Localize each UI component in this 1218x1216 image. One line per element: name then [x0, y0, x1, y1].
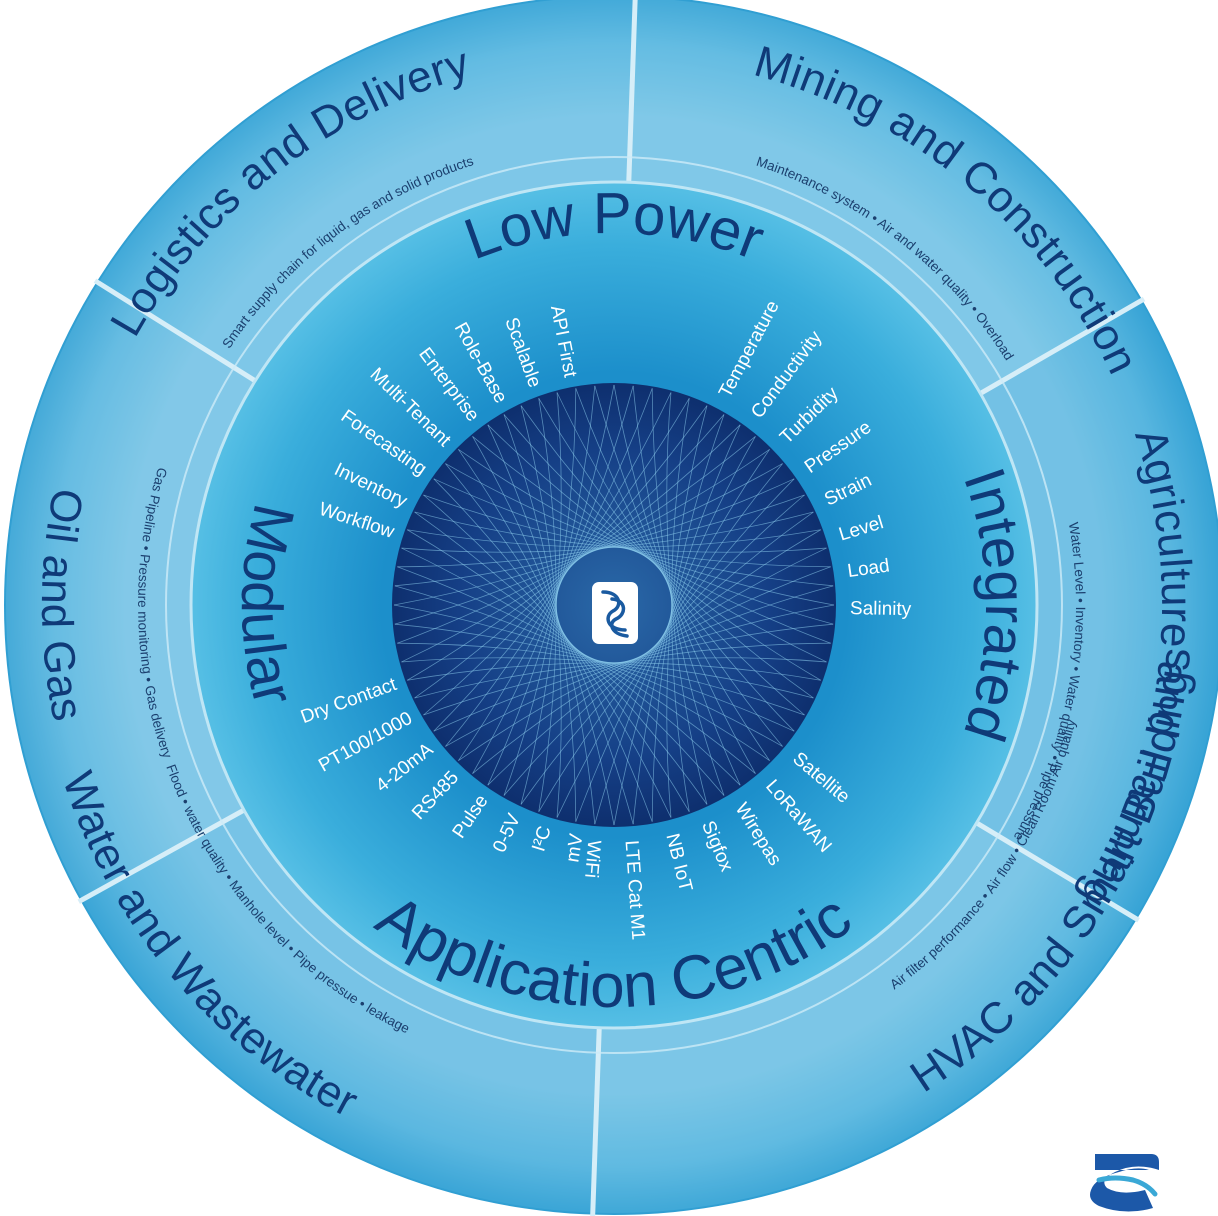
feature-ring-edge: [189, 180, 1039, 1030]
wave-logo-icon: [601, 590, 629, 638]
segment-divider: [979, 296, 1146, 396]
mesh-strand: [458, 585, 834, 761]
segment-divider: [975, 820, 1140, 923]
center-logo: [592, 582, 638, 644]
corner-logo: [1090, 1154, 1159, 1212]
segment-divider: [626, 0, 638, 183]
segment-divider: [77, 807, 246, 904]
segment-divider: [93, 278, 257, 383]
feature-label: mV: [562, 832, 587, 864]
core-mesh-pattern: [393, 384, 835, 826]
subtitle-track-ring: [165, 156, 1063, 1054]
segment-divider: [590, 1027, 602, 1216]
segment-dividers: [77, 0, 1146, 1216]
feature-label: WiFi: [580, 839, 604, 879]
theme-modular: Modular: [229, 499, 307, 712]
feature-label: Salinity: [850, 598, 912, 620]
wave-logo-icon: [1090, 1154, 1159, 1212]
